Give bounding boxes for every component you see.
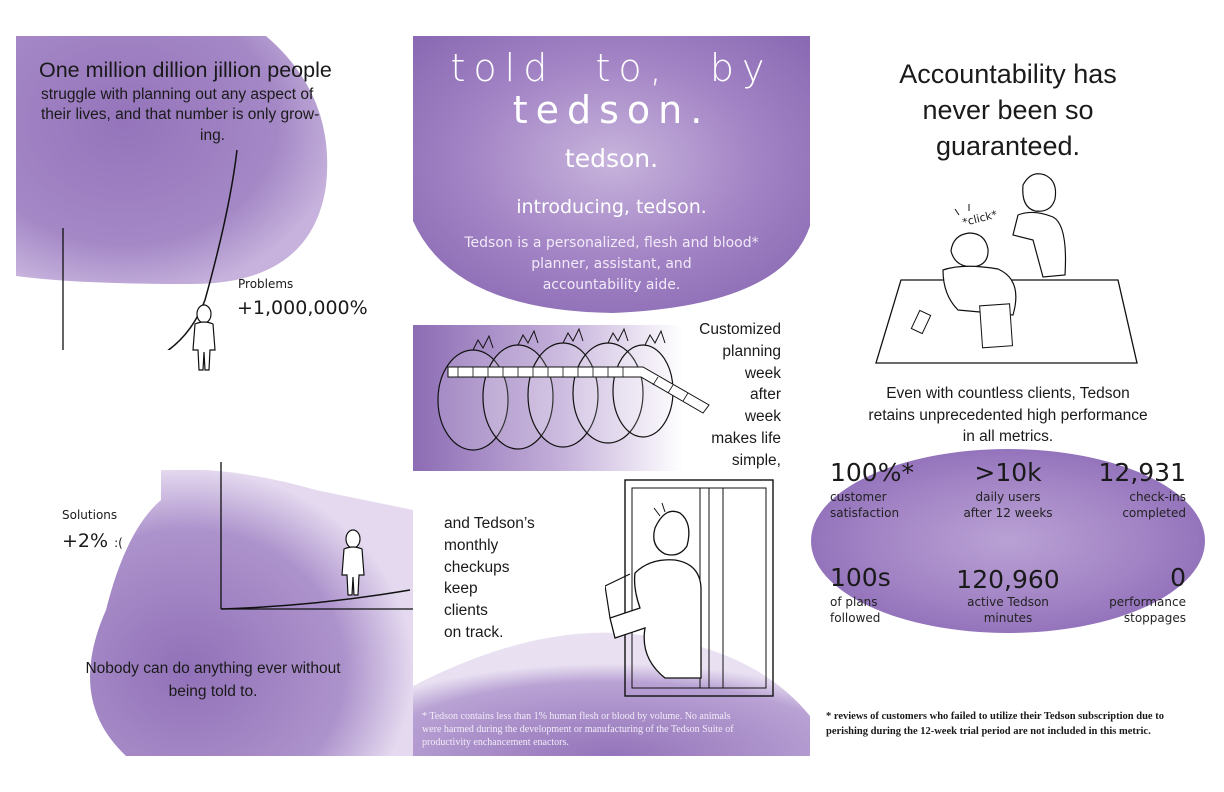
footnote-line: perishing during the 12-week trial perio… [826, 726, 1151, 737]
intro-text: introducing, tedson. [516, 196, 707, 218]
closing-line-1: Nobody can do anything ever without [85, 660, 341, 677]
stat-label: of plans followed [830, 594, 880, 626]
desc-line-2: planner, assistant, and [531, 256, 692, 272]
stat-label: daily users after 12 weeks [938, 489, 1078, 521]
checkups-line: and Tedson’s [444, 515, 535, 532]
stat-label-line: completed [1122, 506, 1186, 520]
left-subline-3: ing. [200, 127, 225, 144]
stat-label-line: satisfaction [830, 506, 900, 520]
performance-line: in all metrics. [962, 428, 1054, 445]
left-top-panel [16, 36, 413, 378]
person-figure-icon [192, 304, 216, 371]
title-line-2: tedson. [512, 88, 711, 132]
stat-label-line: active Tedson [967, 595, 1049, 609]
exponential-chart-icon [62, 150, 238, 350]
checkups-line: monthly [444, 536, 499, 554]
stat-label-line: performance [1109, 595, 1186, 609]
flat-chart-icon [220, 462, 416, 610]
problems-value: +1,000,000% [237, 297, 368, 319]
stat-value: 12,931 [1098, 458, 1186, 487]
headline-line: Accountability has [899, 59, 1117, 89]
checkups-text: and Tedson’s monthly checkups keep clien… [444, 513, 535, 644]
footnote-line: were harmed during the development or ma… [422, 724, 734, 735]
closing-line-2: being told to. [168, 683, 258, 700]
person-figure-icon [341, 529, 365, 596]
planning-line: week [744, 364, 781, 382]
headline-line: guaranteed. [935, 131, 1081, 161]
stat-label-line: check-ins [1129, 490, 1186, 504]
middle-top-background [413, 36, 810, 313]
planning-line: week [744, 408, 781, 426]
stat-label-line: minutes [983, 611, 1033, 625]
left-subline-1: struggle with planning out any aspect of [41, 86, 314, 103]
left-top-background [16, 36, 413, 378]
desk-figures-icon [875, 173, 1138, 364]
stat-label-line: followed [830, 611, 881, 625]
left-bottom-background [16, 470, 413, 756]
middle-footnote: * Tedson contains less than 1% human fle… [422, 710, 734, 749]
planning-line: Customized [699, 321, 781, 338]
stat-label-line: stoppages [1123, 611, 1186, 625]
stat-value: 0 [1170, 563, 1186, 592]
stat-label-line: of plans [830, 595, 878, 609]
middle-band-panel [413, 325, 810, 471]
performance-text: Even with countless clients, Tedson reta… [818, 383, 1198, 448]
middle-top-panel [413, 36, 810, 313]
stat-value: 100%* [830, 458, 914, 487]
stat-label: customer satisfaction [830, 489, 899, 521]
window-figure-icon [605, 479, 774, 697]
stats-ellipse [811, 449, 1205, 633]
title-line-1: told to, by [450, 46, 773, 90]
calendar-pages-icon [413, 325, 710, 471]
planning-line: makes life [711, 429, 781, 447]
planning-text: Customized planning week after week make… [640, 319, 781, 472]
title-line-3: tedson. [564, 144, 659, 173]
checkups-line: keep [444, 580, 478, 598]
performance-line: Even with countless clients, Tedson [886, 385, 1130, 402]
planning-line: after [749, 386, 781, 404]
desc-line-1: Tedson is a personalized, flesh and bloo… [464, 235, 759, 251]
middle-bottom-panel [413, 476, 810, 756]
planning-line: simple, [731, 451, 781, 469]
stat-value: 120,960 [956, 565, 1060, 594]
planning-line: planning [722, 342, 781, 360]
problems-label: Problems [238, 277, 294, 291]
solutions-label: Solutions [62, 508, 118, 522]
footnote-line: productivity enchancement enactors. [422, 737, 569, 748]
footnote-line: * reviews of customers who failed to uti… [826, 711, 1164, 722]
stat-label-line: daily users [975, 490, 1041, 504]
solutions-value: +2% :( [62, 530, 123, 552]
left-subline-2: their lives, and that number is only gro… [41, 106, 320, 123]
right-footnote: * reviews of customers who failed to uti… [826, 709, 1164, 739]
headline-line: never been so [922, 95, 1094, 125]
middle-bottom-background [413, 476, 810, 756]
stat-label: performance stoppages [1046, 594, 1186, 626]
footnote-line: * Tedson contains less than 1% human fle… [422, 711, 731, 722]
checkups-line: clients [444, 602, 488, 620]
stat-value: 100s [830, 563, 891, 592]
desc-line-3: accountability aide. [542, 277, 681, 293]
stat-label-line: after 12 weeks [963, 506, 1053, 520]
stat-value: >10k [974, 458, 1042, 487]
solutions-emote: :( [114, 536, 123, 550]
left-bottom-panel [16, 470, 413, 756]
stat-label: active Tedson minutes [938, 594, 1078, 626]
checkups-line: on track. [444, 623, 504, 641]
stat-label-line: customer [830, 490, 887, 504]
solutions-percent: +2% [62, 530, 109, 552]
left-headline: One million dillion jillion people [39, 58, 332, 82]
checkups-line: checkups [444, 558, 510, 576]
stat-label: check-ins completed [1046, 489, 1186, 521]
performance-line: retains unprecedented high performance [868, 406, 1148, 424]
right-headline: Accountability has never been so guarant… [818, 56, 1198, 164]
